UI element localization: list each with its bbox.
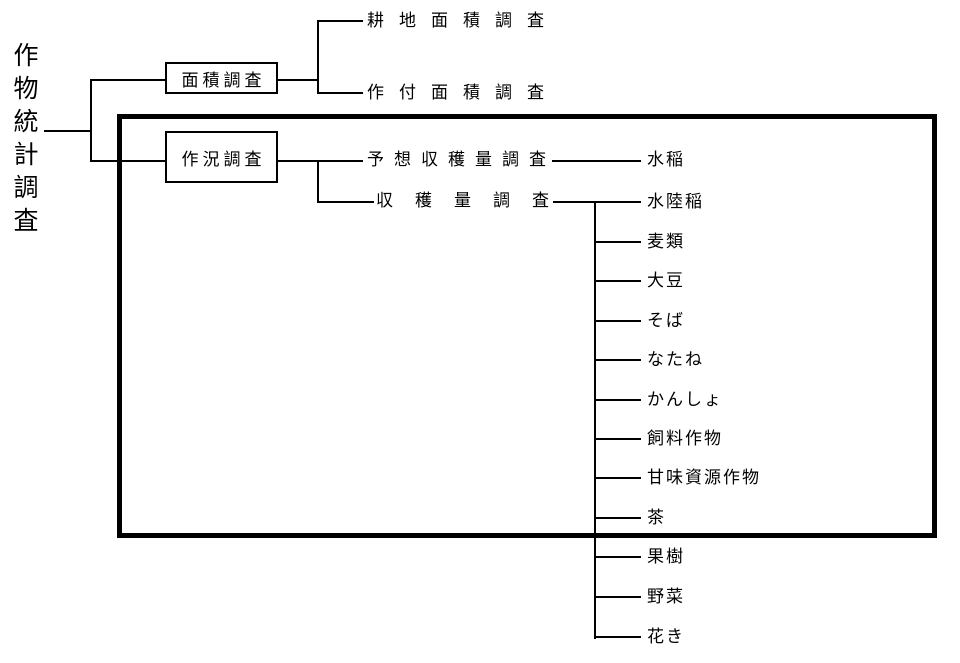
cultivated-area-label: 耕地面積調査	[367, 11, 559, 30]
yield-survey-to-items-line	[553, 201, 641, 203]
yield-items-spine-line	[594, 201, 596, 639]
forecast-yield-branch-line	[319, 160, 363, 162]
planted-area-branch-line	[319, 92, 363, 94]
area-survey-box: 面積調査	[165, 62, 278, 94]
forecast-yield-to-item-line	[552, 160, 641, 162]
item-tick-line	[594, 556, 641, 558]
item-tick-line	[594, 596, 641, 598]
item-tick-line	[594, 280, 641, 282]
item-tick-line	[594, 359, 641, 361]
item-tick-line	[594, 241, 641, 243]
yield-item-label: なたね	[647, 350, 704, 369]
cultivated-area-branch-line	[319, 20, 363, 22]
yield-item-label: 野菜	[647, 587, 685, 606]
item-tick-line	[594, 477, 641, 479]
yield-item-label: かんしょ	[647, 390, 723, 409]
yield-item-label: 果樹	[647, 547, 685, 566]
crop-condition-link-line	[278, 160, 318, 162]
yield-item-label: 大豆	[647, 271, 685, 290]
crop-condition-branch-line	[92, 160, 165, 162]
area-survey-label: 面積調査	[181, 70, 266, 90]
item-tick-line	[594, 399, 641, 401]
planted-area-label: 作付面積調査	[367, 83, 559, 102]
item-tick-line	[594, 636, 641, 638]
yield-item-label: 飼料作物	[647, 429, 723, 448]
root-label: 作物統計調査	[10, 42, 37, 240]
crop-condition-label: 作況調査	[181, 149, 266, 169]
forecast-yield-label: 予想収穫量調査	[367, 150, 556, 169]
yield-item-label: 麦類	[647, 232, 685, 251]
yield-item-label: 茶	[647, 508, 666, 527]
area-survey-children-connector	[317, 20, 319, 94]
item-tick-line	[594, 438, 641, 440]
emphasis-box	[117, 114, 937, 538]
item-tick-line	[594, 320, 641, 322]
yield-item-label: そば	[647, 311, 685, 330]
item-tick-line	[594, 517, 641, 519]
yield-item-label: 甘味資源作物	[647, 468, 761, 487]
yield-survey-label: 収穫量調査	[376, 191, 571, 210]
yield-item-label: 花き	[647, 627, 685, 646]
yield-survey-branch-line	[319, 201, 374, 203]
crop-condition-box: 作況調査	[165, 131, 278, 183]
root-children-connector	[90, 79, 92, 162]
crop-condition-children-connector	[317, 160, 319, 203]
trunk-line	[44, 130, 92, 132]
forecast-yield-item-label: 水稲	[647, 150, 685, 169]
area-survey-branch-line	[92, 79, 165, 81]
area-survey-link-line	[278, 79, 318, 81]
yield-item-label: 水陸稲	[647, 192, 704, 211]
